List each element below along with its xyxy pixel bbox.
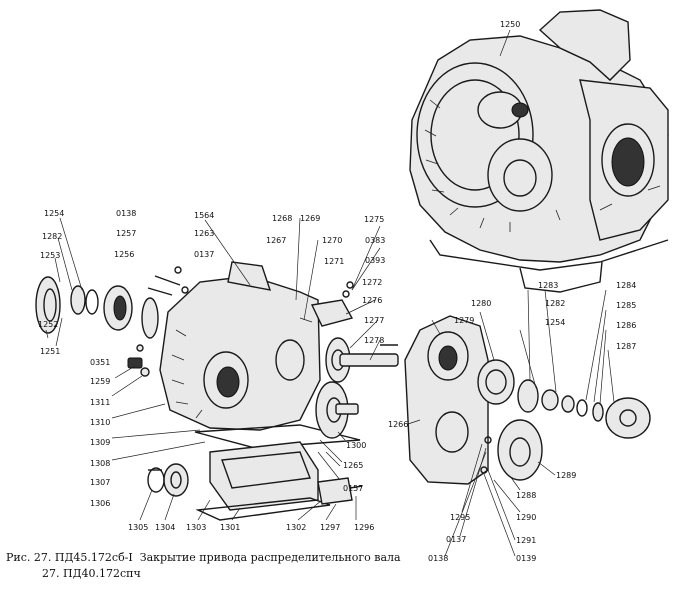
gear-and-shaft-group	[310, 225, 399, 463]
callout-1287: 1287	[616, 342, 636, 351]
right-cover-group	[404, 289, 651, 557]
callout-labels: 1250 1254 0138 1564 1268 1269 1275 1282 …	[38, 20, 636, 563]
callout-0137: 0137	[194, 250, 214, 259]
lower-cover-group	[139, 441, 363, 521]
callout-0138b: 0138	[428, 554, 448, 563]
callout-1254: 1254	[44, 209, 64, 218]
callout-1280: 1280	[471, 299, 491, 308]
callout-1250: 1250	[500, 20, 520, 29]
callout-0393: 0393	[365, 256, 385, 265]
callout-1279: 1279	[454, 316, 474, 325]
figure-caption-line-1: Рис. 27. ПД45.172сб-I Закрытие привода р…	[6, 551, 401, 564]
callout-1307: 1307	[90, 478, 110, 487]
callout-1291: 1291	[516, 536, 536, 545]
callout-0383: 0383	[365, 236, 385, 245]
callout-0157: 0157	[343, 484, 363, 493]
callout-1257: 1257	[116, 229, 136, 238]
callout-1295: 1295	[450, 513, 470, 522]
callout-1286: 1286	[616, 321, 636, 330]
callout-1306: 1306	[90, 499, 110, 508]
callout-1289: 1289	[556, 471, 576, 480]
callout-1303: 1303	[186, 523, 206, 532]
callout-1269: 1269	[300, 214, 320, 223]
callout-1254b: 1254	[545, 318, 565, 327]
callout-1309: 1309	[90, 438, 110, 447]
callout-1266: 1266	[388, 420, 408, 429]
callout-1259: 1259	[90, 377, 110, 386]
callout-1272: 1272	[362, 278, 382, 287]
callout-1256: 1256	[114, 250, 134, 259]
callout-1300: 1300	[346, 441, 366, 450]
callout-1304: 1304	[155, 523, 175, 532]
figure-caption-line-2: 27. ПД40.172спч	[42, 567, 141, 580]
assembled-gear-housing	[409, 9, 669, 293]
callout-1305: 1305	[128, 523, 148, 532]
callout-1263: 1263	[194, 229, 214, 238]
callout-1302: 1302	[286, 523, 306, 532]
callout-1310: 1310	[90, 418, 110, 427]
callout-1252: 1252	[38, 320, 58, 329]
callout-1265: 1265	[343, 461, 363, 470]
callout-1290: 1290	[516, 513, 536, 522]
callout-1278: 1278	[364, 336, 384, 345]
callout-1297: 1297	[320, 523, 340, 532]
callout-0137b: 0137	[446, 535, 466, 544]
callout-0139: 0139	[516, 554, 536, 563]
callout-1284: 1284	[616, 281, 636, 290]
callout-1251: 1251	[40, 347, 60, 356]
callout-1268: 1268	[272, 214, 292, 223]
callout-1311: 1311	[90, 398, 110, 407]
callout-1275: 1275	[364, 215, 384, 224]
callout-1288: 1288	[516, 491, 536, 500]
callout-1285: 1285	[616, 301, 636, 310]
callout-0351: 0351	[90, 358, 110, 367]
main-housing	[111, 217, 361, 461]
left-bearing-cover-group	[35, 217, 159, 347]
callout-1282: 1282	[42, 232, 62, 241]
callout-1267: 1267	[266, 236, 286, 245]
callout-1283: 1283	[538, 281, 558, 290]
callout-1308: 1308	[90, 459, 110, 468]
callout-1270: 1270	[322, 236, 342, 245]
callout-1277: 1277	[364, 316, 384, 325]
callout-1301: 1301	[220, 523, 240, 532]
callout-1282b: 1282	[545, 299, 565, 308]
callout-1253: 1253	[40, 251, 60, 260]
callout-1296: 1296	[354, 523, 374, 532]
callout-1271: 1271	[324, 257, 344, 266]
callout-1276: 1276	[362, 296, 382, 305]
callout-0138: 0138	[116, 209, 136, 218]
callout-1564: 1564	[194, 211, 214, 220]
